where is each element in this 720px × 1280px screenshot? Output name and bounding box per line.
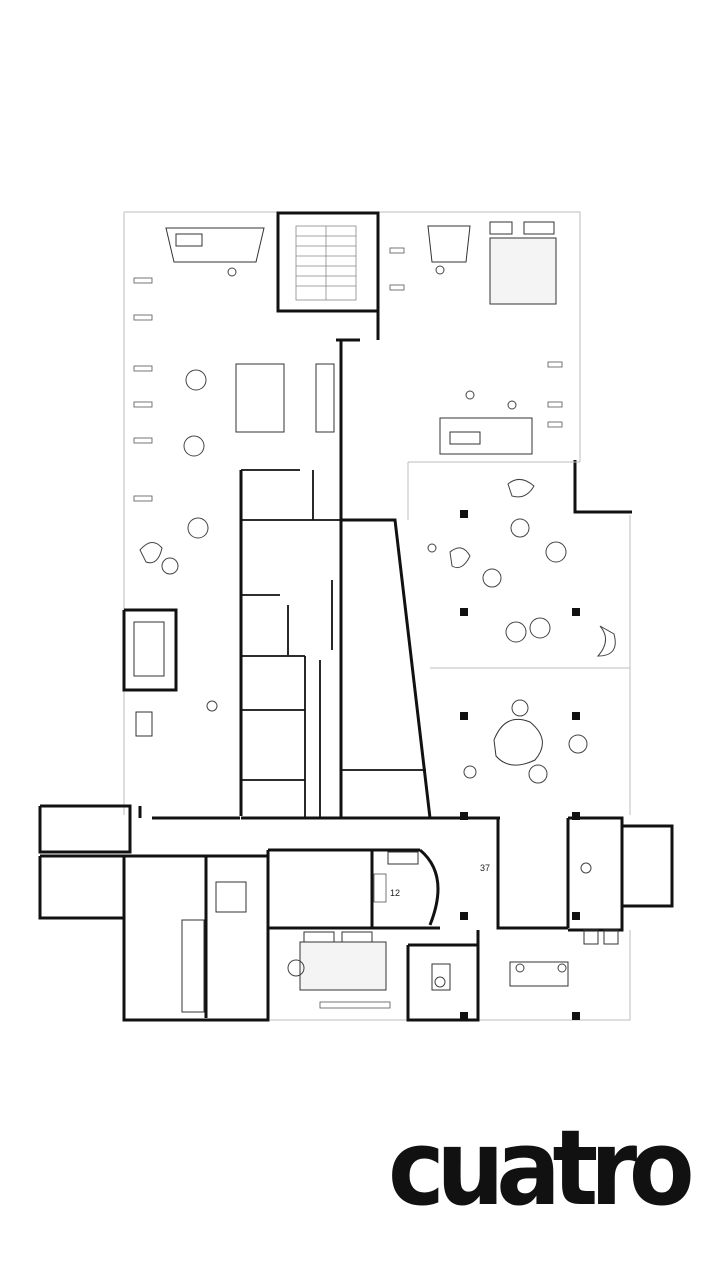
room-label-12: 12	[390, 888, 400, 898]
zone-dividers	[407, 461, 630, 669]
room-label-37: 37	[480, 863, 490, 873]
walls	[38, 211, 674, 1022]
columns	[460, 510, 580, 1020]
outer-boundary	[123, 211, 631, 1021]
shelving	[133, 247, 563, 1009]
cuatro-logo: cuatro	[388, 1107, 695, 1229]
furniture	[133, 221, 619, 1013]
interior-walls	[241, 469, 426, 818]
main-stair	[295, 225, 357, 301]
seating-clusters	[139, 265, 616, 988]
